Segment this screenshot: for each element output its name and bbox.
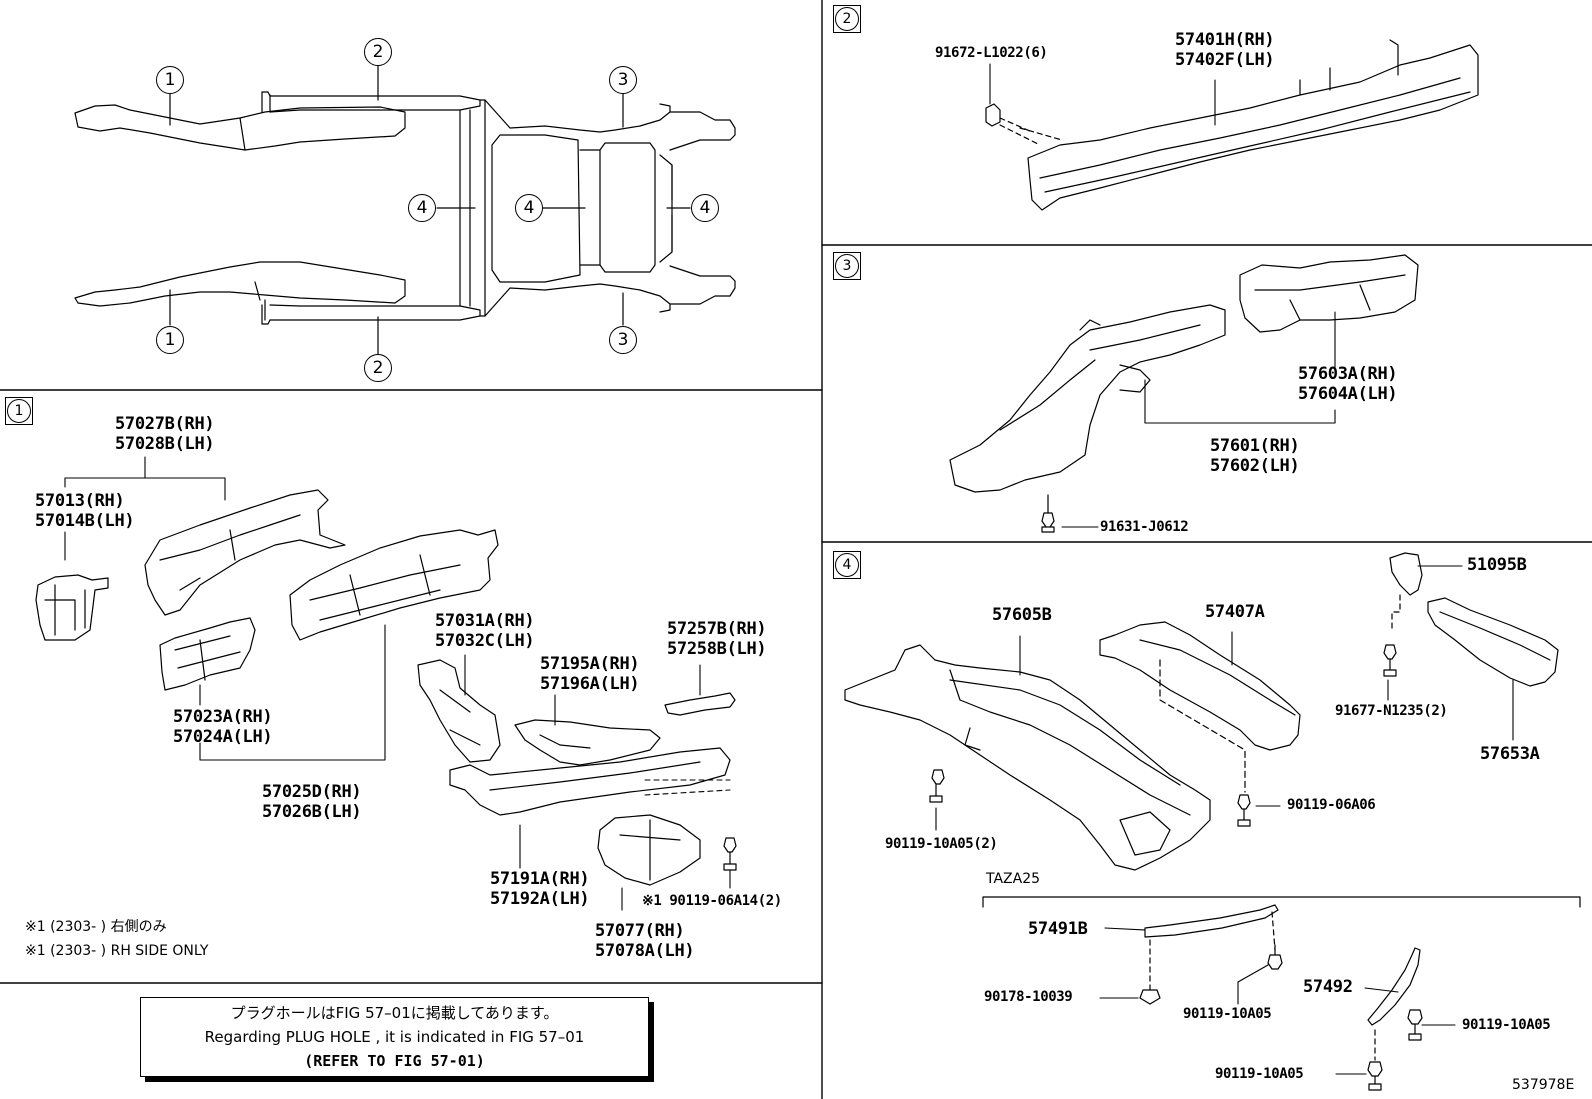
part-label-57258B: 57258B(LH) (667, 639, 767, 659)
overview-callout-4-right: 4 (691, 194, 719, 222)
bolt-label-90119-10A05-b: 90119-10A05 (1462, 1017, 1551, 1033)
part-label-57407A: 57407A (1205, 602, 1265, 622)
part-label-57195A: 57195A(RH) (540, 654, 640, 674)
bolt-label-90119-10A05-2: 90119-10A05(2) (885, 836, 998, 852)
plug-note-japanese: プラグホールはFIG 57–01に掲載してあります。 (230, 1004, 559, 1022)
part-label-57031A: 57031A(RH) (435, 611, 535, 631)
bolt-label-90119-10A05-a: 90119-10A05 (1183, 1006, 1272, 1022)
part-label-57196A: 57196A(LH) (540, 674, 640, 694)
section4-leaders (935, 565, 1514, 1075)
part-label-57025D: 57025D(RH) (262, 782, 362, 802)
section-marker-4-number: 4 (835, 553, 859, 577)
section-marker-4: 4 (833, 551, 861, 579)
part-label-57024A: 57024A(LH) (173, 727, 273, 747)
overview-callout-2-top: 2 (364, 38, 392, 66)
section4-parts (844, 552, 1581, 1091)
footnote-english: ※1 (2303- ) RH SIDE ONLY (25, 943, 209, 959)
section-marker-1: 1 (5, 397, 33, 425)
part-label-57401H: 57401H(RH) (1175, 30, 1275, 50)
bolt-label-91631-J0612: 91631-J0612 (1100, 519, 1189, 535)
overview-callout-4-left: 4 (408, 194, 436, 222)
section2-leaders (989, 63, 1216, 126)
section3-leaders (1061, 311, 1336, 528)
bolt-label-90119-06A14: ※1 90119-06A14(2) (642, 893, 782, 909)
part-label-57602: 57602(LH) (1210, 456, 1300, 476)
overview-callout-1-bottom: 1 (156, 326, 184, 354)
nut-label-90178-10039: 90178-10039 (984, 989, 1073, 1005)
overview-callout-3-top: 3 (609, 66, 637, 94)
overview-underbody (74, 91, 736, 325)
bolt-label-90119-06A06: 90119-06A06 (1287, 797, 1376, 813)
part-label-57603A: 57603A(RH) (1298, 364, 1398, 384)
part-label-57027B: 57027B(RH) (115, 414, 215, 434)
part-label-57192A: 57192A(LH) (490, 889, 590, 909)
part-label-57605B: 57605B (992, 605, 1052, 625)
part-label-57032C: 57032C(LH) (435, 631, 535, 651)
section3-parts (949, 254, 1419, 533)
section-marker-3: 3 (833, 252, 861, 280)
plug-note-english: Regarding PLUG HOLE , it is indicated in… (204, 1028, 585, 1046)
bolt-label-91677-N1235: 91677-N1235(2) (1335, 703, 1448, 719)
section-marker-2-number: 2 (835, 7, 859, 31)
part-label-57026B: 57026B(LH) (262, 802, 362, 822)
part-label-57191A: 57191A(RH) (490, 869, 590, 889)
part-label-57604A: 57604A(LH) (1298, 384, 1398, 404)
part-label-51095B: 51095B (1467, 555, 1527, 575)
part-label-57257B: 57257B(RH) (667, 619, 767, 639)
section-marker-3-number: 3 (835, 254, 859, 278)
part-label-57014B: 57014B(LH) (35, 511, 135, 531)
overview-leaders (169, 63, 691, 356)
overview-callout-4-mid: 4 (515, 194, 543, 222)
footnote-japanese: ※1 (2303- ) 右側のみ (25, 919, 167, 935)
part-label-57492: 57492 (1303, 977, 1353, 997)
overview-callout-2-bottom: 2 (364, 354, 392, 382)
clip-label-91672-L1022: 91672-L1022(6) (935, 45, 1048, 61)
part-label-57601: 57601(RH) (1210, 436, 1300, 456)
part-label-57013: 57013(RH) (35, 491, 125, 511)
part-label-57028B: 57028B(LH) (115, 434, 215, 454)
part-label-57402F: 57402F(LH) (1175, 50, 1275, 70)
plug-hole-note-box: プラグホールはFIG 57–01に掲載してあります。 Regarding PLU… (140, 997, 649, 1077)
plug-note-refer: (REFER TO FIG 57-01) (304, 1052, 485, 1070)
section-marker-1-number: 1 (7, 399, 31, 423)
overview-callout-3-bottom: 3 (609, 326, 637, 354)
part-label-57491B: 57491B (1028, 919, 1088, 939)
part-label-57077: 57077(RH) (595, 921, 685, 941)
part-label-57653A: 57653A (1480, 744, 1540, 764)
section2-parts (985, 39, 1479, 211)
part-label-57023A: 57023A(RH) (173, 707, 273, 727)
overview-callout-1-top: 1 (156, 66, 184, 94)
variant-label-taza25: TAZA25 (986, 871, 1041, 887)
bolt-label-90119-10A05-c: 90119-10A05 (1215, 1066, 1304, 1082)
illustration-id: 537978E (1512, 1077, 1575, 1093)
section-marker-2: 2 (833, 5, 861, 33)
part-label-57078A: 57078A(LH) (595, 941, 695, 961)
section1-leaders (64, 456, 731, 911)
